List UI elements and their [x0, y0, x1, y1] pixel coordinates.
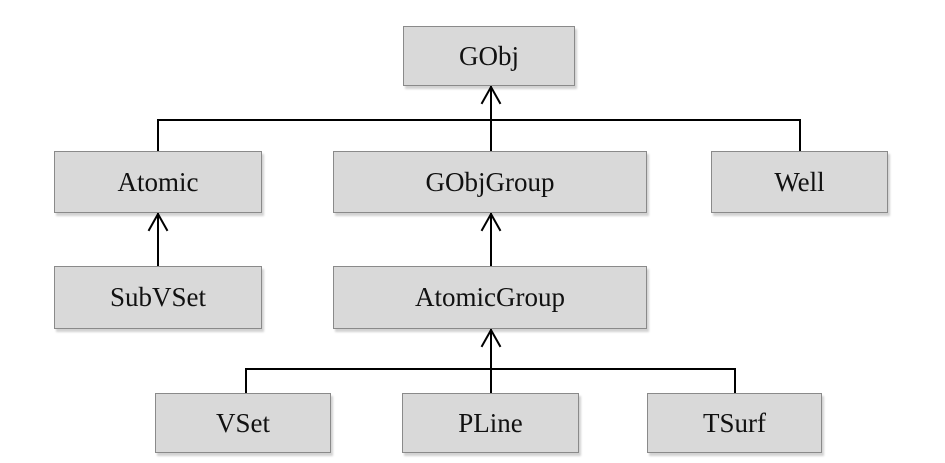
- node-atomicgroup: AtomicGroup: [333, 266, 647, 329]
- node-tsurf: TSurf: [647, 393, 822, 453]
- node-atomic-label: Atomic: [117, 166, 199, 197]
- arrowhead-gobjgroup: [480, 211, 502, 232]
- arrowhead-gobj: [480, 84, 502, 105]
- node-gobjgroup: GObjGroup: [333, 151, 647, 213]
- node-tsurf-label: TSurf: [703, 407, 766, 438]
- edge-atomic-to-gobj: [157, 119, 492, 152]
- node-subvset: SubVSet: [54, 266, 262, 329]
- node-atomicgroup-label: AtomicGroup: [415, 282, 565, 312]
- node-subvset-label: SubVSet: [109, 282, 207, 312]
- arrowhead-atomicgroup: [480, 327, 502, 348]
- edge-vset-to-atomicgroup: [245, 368, 492, 394]
- node-vset-label: VSet: [216, 407, 270, 438]
- node-gobj: GObj: [403, 26, 575, 86]
- arrowhead-atomic: [147, 211, 169, 232]
- node-gobj-label: GObj: [459, 40, 519, 71]
- node-vset: VSet: [155, 393, 331, 453]
- node-atomic: Atomic: [54, 151, 262, 213]
- node-gobjgroup-label: GObjGroup: [425, 166, 555, 197]
- node-well: Well: [711, 151, 888, 213]
- edge-tsurf-to-atomicgroup: [490, 368, 736, 394]
- node-pline-label: PLine: [458, 407, 523, 438]
- node-pline: PLine: [402, 393, 579, 453]
- edge-well-to-gobj: [490, 119, 801, 152]
- node-well-label: Well: [774, 166, 825, 197]
